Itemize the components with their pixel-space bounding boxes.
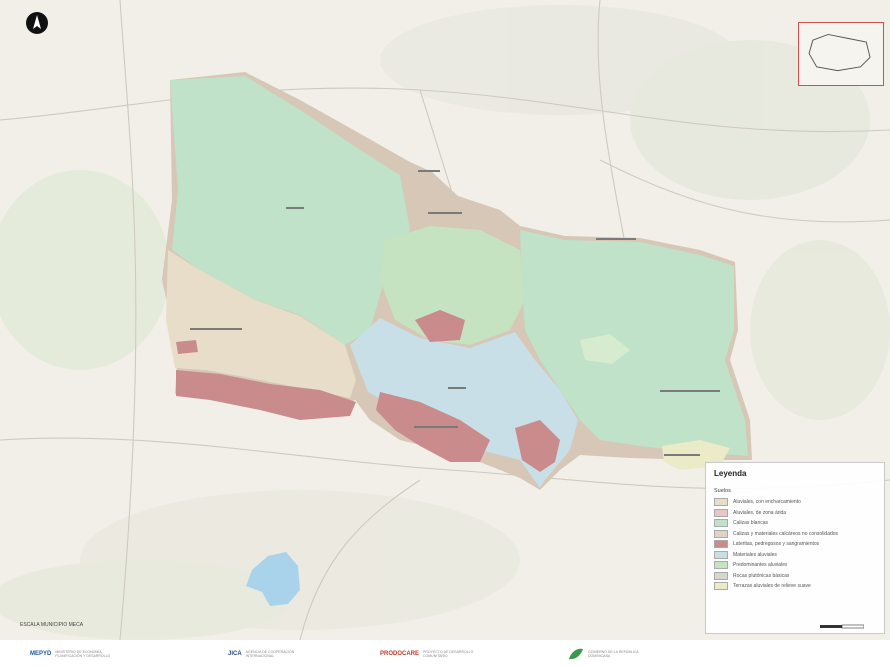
legend-label: Terrazas aluviales de relieve suave xyxy=(733,583,811,590)
legend-item: Rocas plutónicas básicas xyxy=(714,571,876,582)
footer-logos xyxy=(0,640,890,666)
zone-green-northwest[interactable] xyxy=(170,76,410,345)
zone-red-southwest[interactable] xyxy=(176,370,356,420)
lake xyxy=(246,552,300,606)
municipality[interactable] xyxy=(162,72,752,490)
zone-red-southeast[interactable] xyxy=(515,420,560,472)
logo-prodocare: PRODOCARE PROYECTO DE DESARROLLO COMUNIT… xyxy=(380,646,493,662)
location-inset-map xyxy=(798,22,884,86)
north-arrow-icon xyxy=(26,12,48,34)
zone-green-central[interactable] xyxy=(380,226,525,345)
legend-label: Calizas blancas xyxy=(733,520,769,527)
logo-jica: JICA AGENCIA DE COOPERACIÓN INTERNACIONA… xyxy=(228,646,316,662)
legend: Leyenda Suelos Aluviales, con encharcami… xyxy=(705,462,885,634)
legend-subtitle: Suelos xyxy=(714,488,731,494)
zone-red-central[interactable] xyxy=(415,310,465,342)
legend-item: Calizas blancas xyxy=(714,518,876,529)
zone-small-red-west[interactable] xyxy=(176,340,198,354)
logo-gobierno: GOBIERNO DE LA REPÚBLICA DOMINICANA xyxy=(568,646,658,662)
legend-item: Aluviales, con encharcamiento xyxy=(714,497,876,508)
legend-label: Calizas y materiales calcáreos no consol… xyxy=(733,530,839,537)
legend-label: Aluviales, de zona árida xyxy=(733,509,787,516)
legend-swatch xyxy=(714,550,728,559)
zone-tan-west[interactable] xyxy=(166,250,356,398)
legend-swatch xyxy=(714,571,728,580)
legend-swatch xyxy=(714,529,728,538)
leaf-icon xyxy=(569,648,583,660)
legend-swatch xyxy=(714,519,728,528)
inset-outline-icon xyxy=(808,33,871,72)
soil-map[interactable] xyxy=(0,0,890,640)
legend-label: Predominantes aluviales xyxy=(733,562,788,569)
legend-label: Aluviales, con encharcamiento xyxy=(733,499,801,506)
legend-swatch xyxy=(714,540,728,549)
logo-mepyd: MEPYD MINISTERIO DE ECONOMÍA, PLANIFICAC… xyxy=(30,646,125,662)
logo-prodocare-sub: PROYECTO DE DESARROLLO COMUNITARIO xyxy=(423,650,474,658)
legend-swatch xyxy=(714,498,728,507)
legend-label: Rocas plutónicas básicas xyxy=(733,572,790,579)
legend-item: Materiales aluviales xyxy=(714,550,876,561)
place-labels xyxy=(190,170,720,456)
legend-swatch xyxy=(714,561,728,570)
zone-green-east[interactable] xyxy=(520,230,748,456)
logo-gobierno-sub: GOBIERNO DE LA REPÚBLICA DOMINICANA xyxy=(588,650,639,658)
legend-item: Terrazas aluviales de relieve suave xyxy=(714,581,876,592)
legend-label: Materiales aluviales xyxy=(733,551,777,558)
legend-swatch xyxy=(714,582,728,591)
logo-prodocare-text: PRODOCARE xyxy=(380,651,420,657)
legend-item: Calizas y materiales calcáreos no consol… xyxy=(714,529,876,540)
zone-lightgreen-east[interactable] xyxy=(580,334,630,364)
terrain-shading xyxy=(0,5,890,640)
scale-label: ESCALA MUNICIPIO MECA xyxy=(20,622,84,628)
logo-mepyd-sub: MINISTERIO DE ECONOMÍA, PLANIFICACIÓN Y … xyxy=(55,650,111,658)
logo-jica-sub: AGENCIA DE COOPERACIÓN INTERNACIONAL xyxy=(245,650,295,658)
scale-bar xyxy=(820,624,864,629)
logo-jica-text: JICA xyxy=(228,651,242,657)
legend-item: Predominantes aluviales xyxy=(714,560,876,571)
legend-item: Lateritas, pedregosos y sangramientos xyxy=(714,539,876,550)
legend-label: Lateritas, pedregosos y sangramientos xyxy=(733,541,820,548)
legend-title: Leyenda xyxy=(714,469,747,478)
legend-item: Aluviales, de zona árida xyxy=(714,508,876,519)
legend-swatch xyxy=(714,508,728,517)
logo-mepyd-text: MEPYD xyxy=(30,651,52,657)
